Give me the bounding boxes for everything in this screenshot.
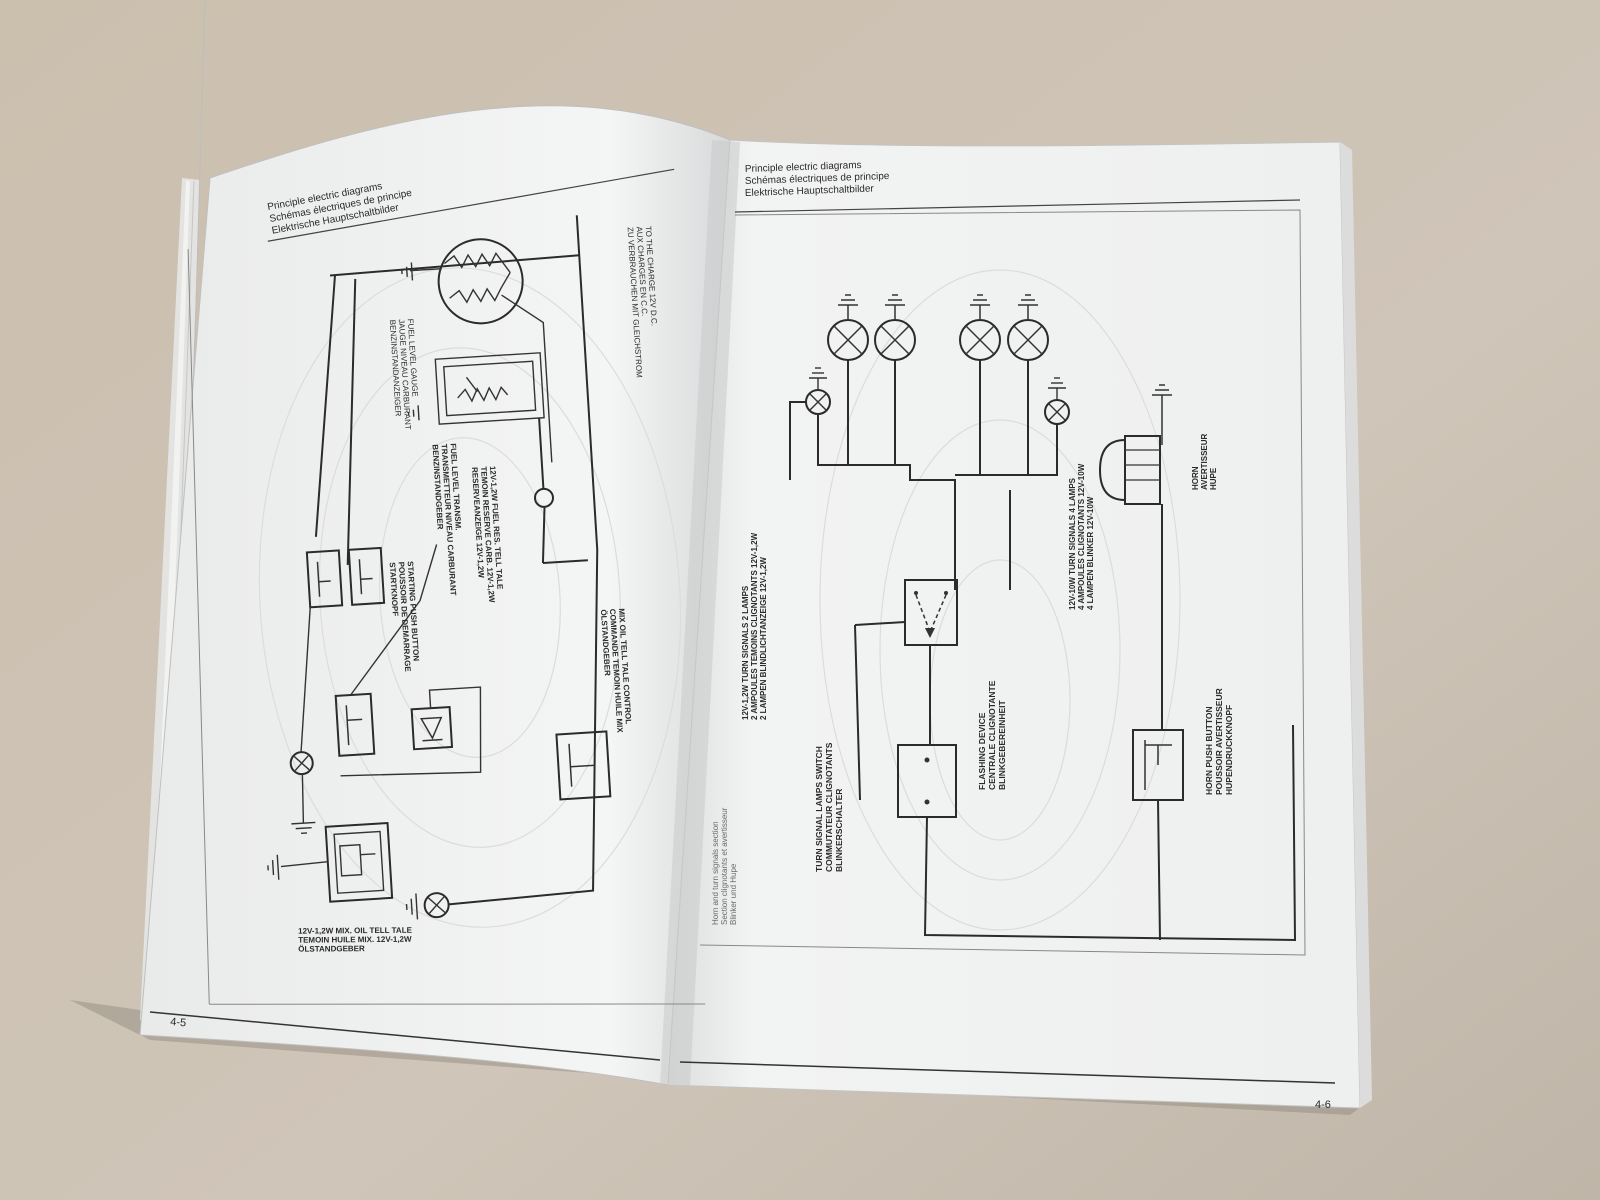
right-page-number: 4-6 xyxy=(1315,1099,1331,1111)
svg-text:TEMOIN HUILE MIX. 12V-1,2W: TEMOIN HUILE MIX. 12V-1,2W xyxy=(298,935,412,945)
label-fuel-reserve: 12V-1,2W FUEL RES. TELL TALE TEMOIN RESE… xyxy=(470,466,505,604)
fuel-reserve-lamp xyxy=(533,417,588,565)
label-oil-tell-tale: 12V-1,2W MIX. OIL TELL TALE TEMOIN HUILE… xyxy=(298,926,413,954)
label-horn-push: HORN PUSH BUTTON POUSSOIR AVERTISSEUR HU… xyxy=(1204,688,1234,795)
fuel-gauge-symbol xyxy=(401,238,524,325)
svg-text:HUPE: HUPE xyxy=(1209,467,1218,490)
right-page xyxy=(667,139,1361,1109)
svg-text:HORN PUSH BUTTON: HORN PUSH BUTTON xyxy=(1204,706,1214,795)
starting-push-button-symbol xyxy=(334,544,438,757)
gutter-shadow xyxy=(660,140,740,1085)
svg-text:STARTKNOPF: STARTKNOPF xyxy=(388,562,400,617)
left-lamp-and-ground xyxy=(289,607,316,835)
svg-text:BLINKERSCHALTER: BLINKERSCHALTER xyxy=(834,789,844,872)
diode-symbol xyxy=(340,686,482,777)
label-switch: TURN SIGNAL LAMPS SWITCH COMMUTATEUR CLI… xyxy=(814,742,844,872)
ignition-block xyxy=(267,821,394,903)
svg-text:Blinker und Hupe: Blinker und Hupe xyxy=(729,863,738,925)
turn-signal-lamps xyxy=(827,294,1049,361)
label-four-lamps: 12V-10W TURN SIGNALS 4 LAMPS 4 AMPOULES … xyxy=(1068,463,1095,610)
svg-text:2 AMPOULES TEMOINS CLIGNOTANTS: 2 AMPOULES TEMOINS CLIGNOTANTS 12V-1,2W xyxy=(750,532,759,720)
right-header-line-1: Principle electric diagrams xyxy=(745,160,862,175)
kill-switch-boxes xyxy=(305,546,386,609)
svg-text:12V-1,2W TURN SIGNALS 2 LAMPS: 12V-1,2W TURN SIGNALS 2 LAMPS xyxy=(741,585,750,720)
svg-text:TURN SIGNAL LAMPS SWITCH: TURN SIGNAL LAMPS SWITCH xyxy=(814,746,824,872)
left-page-number: 4-5 xyxy=(170,1016,187,1029)
mix-oil-control-box xyxy=(555,730,612,801)
svg-text:POUSSOIR AVERTISSEUR: POUSSOIR AVERTISSEUR xyxy=(1214,688,1224,795)
right-header-line-2: Schémas électriques de principe xyxy=(745,171,890,187)
svg-text:12V-1,2W MIX. OIL TELL TALE: 12V-1,2W MIX. OIL TELL TALE xyxy=(298,926,413,936)
svg-text:ÖLSTANDGEBER: ÖLSTANDGEBER xyxy=(298,944,365,954)
page-stack-right xyxy=(1340,142,1372,1108)
svg-text:COMMUTATEUR CLIGNOTANTS: COMMUTATEUR CLIGNOTANTS xyxy=(824,742,834,872)
svg-text:HORN: HORN xyxy=(1191,466,1200,490)
svg-text:4 LAMPEN BLINKER 12V-10W: 4 LAMPEN BLINKER 12V-10W xyxy=(1086,496,1095,610)
label-two-lamps: 12V-1,2W TURN SIGNALS 2 LAMPS 2 AMPOULES… xyxy=(741,532,768,720)
svg-text:BLINKGEBEREINHEIT: BLINKGEBEREINHEIT xyxy=(997,699,1007,790)
svg-text:Section clignotants et avertis: Section clignotants et avertisseur xyxy=(720,807,729,925)
right-header-line-3: Elektrische Hauptschaltbilder xyxy=(745,183,875,199)
fuel-transmitter-symbol xyxy=(407,294,553,463)
right-page-content: Principle electric diagrams Schémas élec… xyxy=(699,160,1306,956)
svg-text:Horn and turn signals section: Horn and turn signals section xyxy=(711,821,720,925)
svg-text:4 AMPOULES CLIGNOTANTS 12V-10W: 4 AMPOULES CLIGNOTANTS 12V-10W xyxy=(1077,463,1086,610)
label-flashing-device: FLASHING DEVICE CENTRALE CLIGNOTANTE BLI… xyxy=(977,680,1007,790)
svg-text:CENTRALE CLIGNOTANTE: CENTRALE CLIGNOTANTE xyxy=(987,680,997,790)
svg-text:AVERTISSEUR: AVERTISSEUR xyxy=(1200,433,1209,490)
label-section: Horn and turn signals section Section cl… xyxy=(711,807,738,925)
svg-text:2 LAMPEN BLINDLICHTANZEIGE 12V: 2 LAMPEN BLINDLICHTANZEIGE 12V-1,2W xyxy=(759,557,768,720)
horn-symbol xyxy=(1098,384,1172,730)
svg-text:HUPENDRUCKKNOPF: HUPENDRUCKKNOPF xyxy=(1224,705,1234,795)
svg-text:12V-10W TURN SIGNALS 4 LAMPS: 12V-10W TURN SIGNALS 4 LAMPS xyxy=(1068,477,1077,610)
label-horn: HORN AVERTISSEUR HUPE xyxy=(1191,433,1218,490)
oil-tell-tale-lamp xyxy=(405,892,450,920)
svg-text:FLASHING DEVICE: FLASHING DEVICE xyxy=(977,712,987,790)
svg-text:ÖLSTANDGEBER: ÖLSTANDGEBER xyxy=(599,609,612,676)
